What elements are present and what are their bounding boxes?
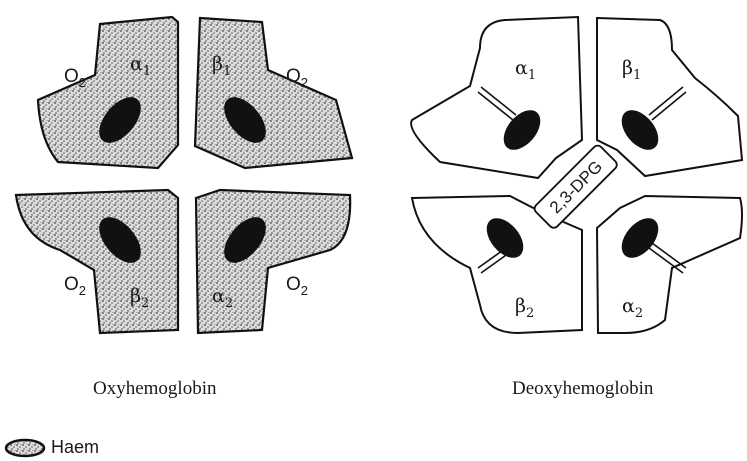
o2-label: O2: [64, 66, 86, 90]
deoxy-subunit-alpha2: [597, 196, 742, 333]
haem-icon: [4, 438, 46, 458]
oxy-subunit-alpha2: [196, 190, 350, 333]
legend: Haem: [4, 437, 99, 458]
oxy-subunit-alpha1: [38, 17, 178, 168]
legend-label: Haem: [51, 437, 99, 458]
oxy-subunit-beta1: [195, 18, 352, 168]
deoxyhemoglobin-caption: Deoxyhemoglobin: [512, 378, 653, 400]
deoxyhemoglobin-diagram: 2,3-DPG α1 β1 β2 α2: [411, 17, 742, 333]
deoxy-subunit-beta1: [597, 18, 742, 176]
o2-label: O2: [286, 66, 308, 90]
oxyhemoglobin-diagram: O2 O2 O2 O2 α1 β1 β2 α2: [16, 17, 352, 333]
oxy-subunit-beta2: [16, 190, 178, 333]
o2-label: O2: [64, 274, 86, 298]
deoxy-subunit-alpha1: [411, 17, 582, 178]
oxyhemoglobin-caption: Oxyhemoglobin: [93, 378, 217, 400]
o2-label: O2: [286, 274, 308, 298]
